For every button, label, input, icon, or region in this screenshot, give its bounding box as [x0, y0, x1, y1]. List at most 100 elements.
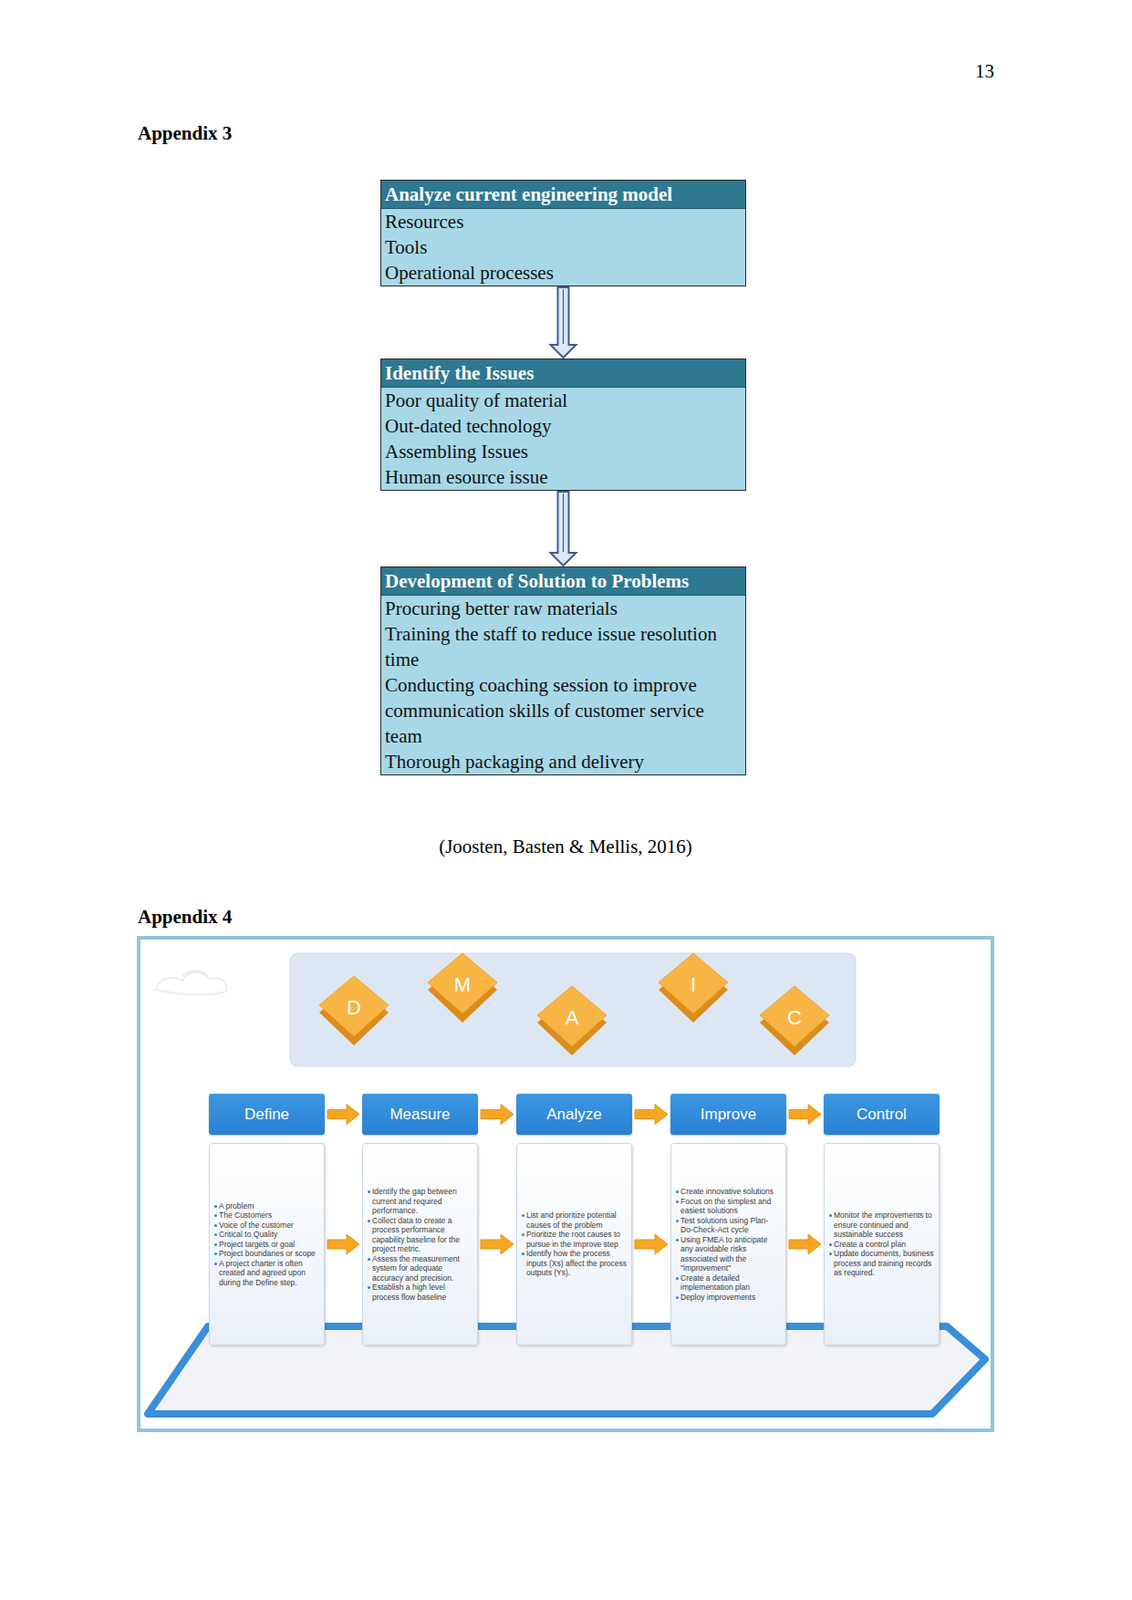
phase-diamond: M [424, 949, 501, 1027]
bullet-dot [829, 1252, 832, 1256]
connector [327, 1234, 360, 1255]
bullet-text: Focus on the simplest and easiest soluti… [680, 1196, 781, 1216]
bullet-text: Create a detailed implementation plan [680, 1273, 781, 1293]
box-item: Operational processes [381, 259, 746, 286]
bullet-text: Project targets or goal [218, 1239, 295, 1250]
orange-arrow [327, 1234, 360, 1255]
box-item: Tools [381, 234, 746, 260]
connector [634, 1104, 668, 1125]
orange-arrow [634, 1104, 668, 1125]
appendix-heading: Appendix 4 [137, 905, 232, 929]
process-box: Identify the IssuesPoor quality of mater… [380, 358, 747, 491]
bullet-text: Monitor the improvements to ensure conti… [833, 1210, 935, 1240]
bullet-item: Monitor the improvements to ensure conti… [829, 1210, 935, 1240]
bullet-dot [829, 1243, 832, 1247]
bullet-dot [214, 1214, 218, 1217]
appendix-heading: Appendix 3 [137, 122, 232, 146]
box-item: Poor quality of material [381, 387, 746, 414]
bullet-item: Establish a high level process flow base… [367, 1282, 473, 1302]
bullet-dot [521, 1252, 525, 1256]
box-item: Thorough packaging and delivery [381, 748, 746, 775]
process-box: Analyze current engineering modelResourc… [380, 179, 747, 287]
bullet-item: Identify the gap between current and req… [367, 1186, 473, 1216]
bullet-text: A project charter is often created and a… [218, 1258, 320, 1288]
bullet-dot [367, 1257, 371, 1261]
bullet-text: Create innovative solutions [680, 1186, 774, 1197]
bullet-text: Project boundaries or scope [218, 1248, 316, 1259]
page-number: 13 [975, 60, 995, 84]
bullet-item: A problem [214, 1201, 320, 1212]
phase-header: Improve [670, 1093, 787, 1135]
box-item: Procuring better raw materials [381, 595, 746, 622]
bullet-dot [214, 1204, 218, 1208]
bullet-dot [675, 1219, 679, 1223]
bullet-text: Prioritize the root causes to pursue in … [526, 1229, 627, 1249]
orange-arrow [789, 1104, 821, 1125]
bullet-text: A problem [218, 1201, 254, 1212]
orange-arrow [480, 1104, 514, 1125]
bullet-item: The Customers [214, 1210, 320, 1221]
bullet-text: Identify the gap between current and req… [372, 1186, 473, 1216]
connector [480, 1234, 514, 1255]
phase-diamond: C [756, 982, 833, 1060]
bullet-item: Focus on the simplest and easiest soluti… [675, 1196, 781, 1216]
bullet-text: Test solutions using Plan-Do-Check-Act c… [680, 1215, 781, 1236]
bullet-item: Project boundaries or scope [214, 1248, 320, 1259]
phase-detail-box: Create innovative solutionsFocus on the … [670, 1142, 787, 1346]
bullet-item: Deploy improvements [675, 1292, 781, 1303]
box-item: Conducting coaching session to improve c… [381, 672, 746, 749]
phase-letter: A [565, 1006, 580, 1030]
bullet-item: Using FMEA to anticipate any avoidable r… [675, 1235, 781, 1274]
box-item: Human esource issue [381, 464, 746, 490]
connector [634, 1234, 668, 1255]
phase-detail-box: List and prioritize potential causes of … [516, 1142, 633, 1346]
process-box: Development of Solution to ProblemsProcu… [380, 566, 747, 776]
phase-diamond: D [315, 972, 393, 1049]
phase-title: Define [244, 1105, 290, 1124]
bullet-dot [675, 1190, 679, 1194]
phase-header: Control [823, 1093, 940, 1135]
bullet-text: Deploy improvements [680, 1292, 756, 1303]
bullet-dot [675, 1200, 679, 1204]
connector [480, 1104, 514, 1125]
box-heading: Analyze current engineering model [381, 180, 746, 209]
bullet-dot [367, 1286, 371, 1289]
citation: (Joosten, Basten & Mellis, 2016) [438, 835, 693, 859]
bullet-text: Voice of the customer [218, 1220, 294, 1231]
bullet-text: Critical to Quality [218, 1229, 278, 1240]
bullet-item: Create a detailed implementation plan [675, 1273, 781, 1293]
cloud-ornament [155, 970, 227, 996]
image-frame [138, 937, 993, 1431]
bullet-dot [829, 1214, 832, 1217]
bullet-item: List and prioritize potential causes of … [521, 1210, 627, 1230]
phase-detail-box: A problemThe CustomersVoice of the custo… [208, 1142, 325, 1346]
bullet-text: Assess the measurement system for adequa… [372, 1254, 473, 1284]
bullet-text: Collect data to create a process perform… [372, 1215, 473, 1255]
bullet-item: Collect data to create a process perform… [367, 1215, 473, 1255]
bullet-item: Identify how the process inputs (Xs) aff… [521, 1248, 627, 1278]
phase-title: Improve [700, 1105, 757, 1124]
bullet-dot [214, 1233, 218, 1236]
bullet-dot [521, 1233, 525, 1236]
bullet-dot [214, 1243, 218, 1247]
phase-title: Measure [389, 1105, 450, 1124]
phase-detail-box: Monitor the improvements to ensure conti… [823, 1142, 940, 1346]
diamond-face [658, 953, 728, 1014]
phase-title: Control [856, 1105, 907, 1124]
bullet-dot [521, 1214, 525, 1217]
phase-diamond: A [533, 982, 611, 1060]
connector [789, 1234, 821, 1255]
bullet-dot [675, 1277, 679, 1280]
bullet-item: Project targets or goal [214, 1239, 320, 1250]
connector [550, 287, 577, 358]
connector [550, 491, 577, 566]
diamond-panel [290, 953, 856, 1067]
box-item: Resources [381, 208, 746, 235]
diamond-face [537, 986, 607, 1047]
phase-diamond: I [654, 949, 732, 1027]
bullet-text: Identify how the process inputs (Xs) aff… [526, 1248, 627, 1278]
bullet-item: Create a control plan [829, 1239, 935, 1250]
bullet-dot [675, 1238, 679, 1242]
hollow-arrow [550, 491, 577, 566]
